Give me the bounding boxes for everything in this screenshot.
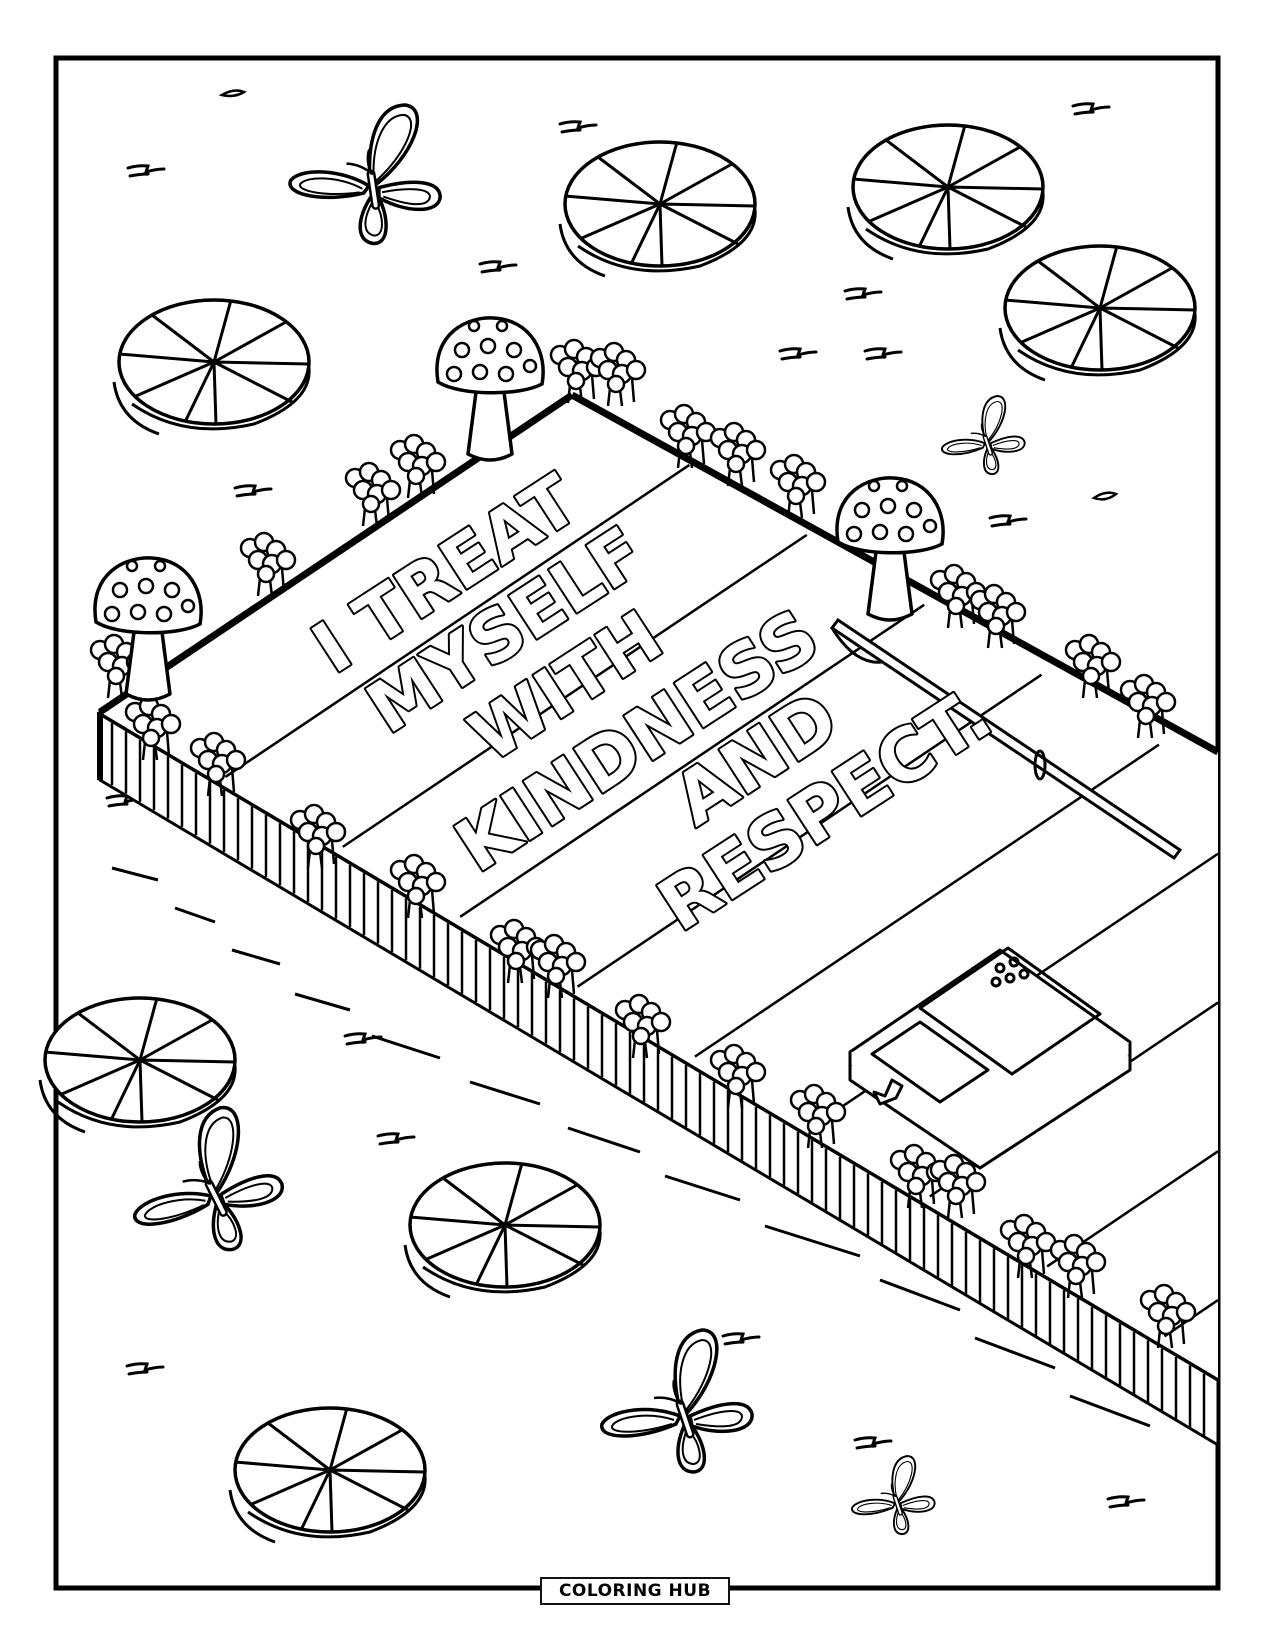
affirmation-text: I TREAT MYSELF WITH KINDNESS AND RESPECT… (297, 457, 1008, 949)
water-ripples (111, 866, 1151, 1428)
book-icon (848, 946, 1132, 1170)
pencil-icon (829, 617, 1183, 861)
brand-badge: COLORING HUB (540, 1577, 730, 1605)
